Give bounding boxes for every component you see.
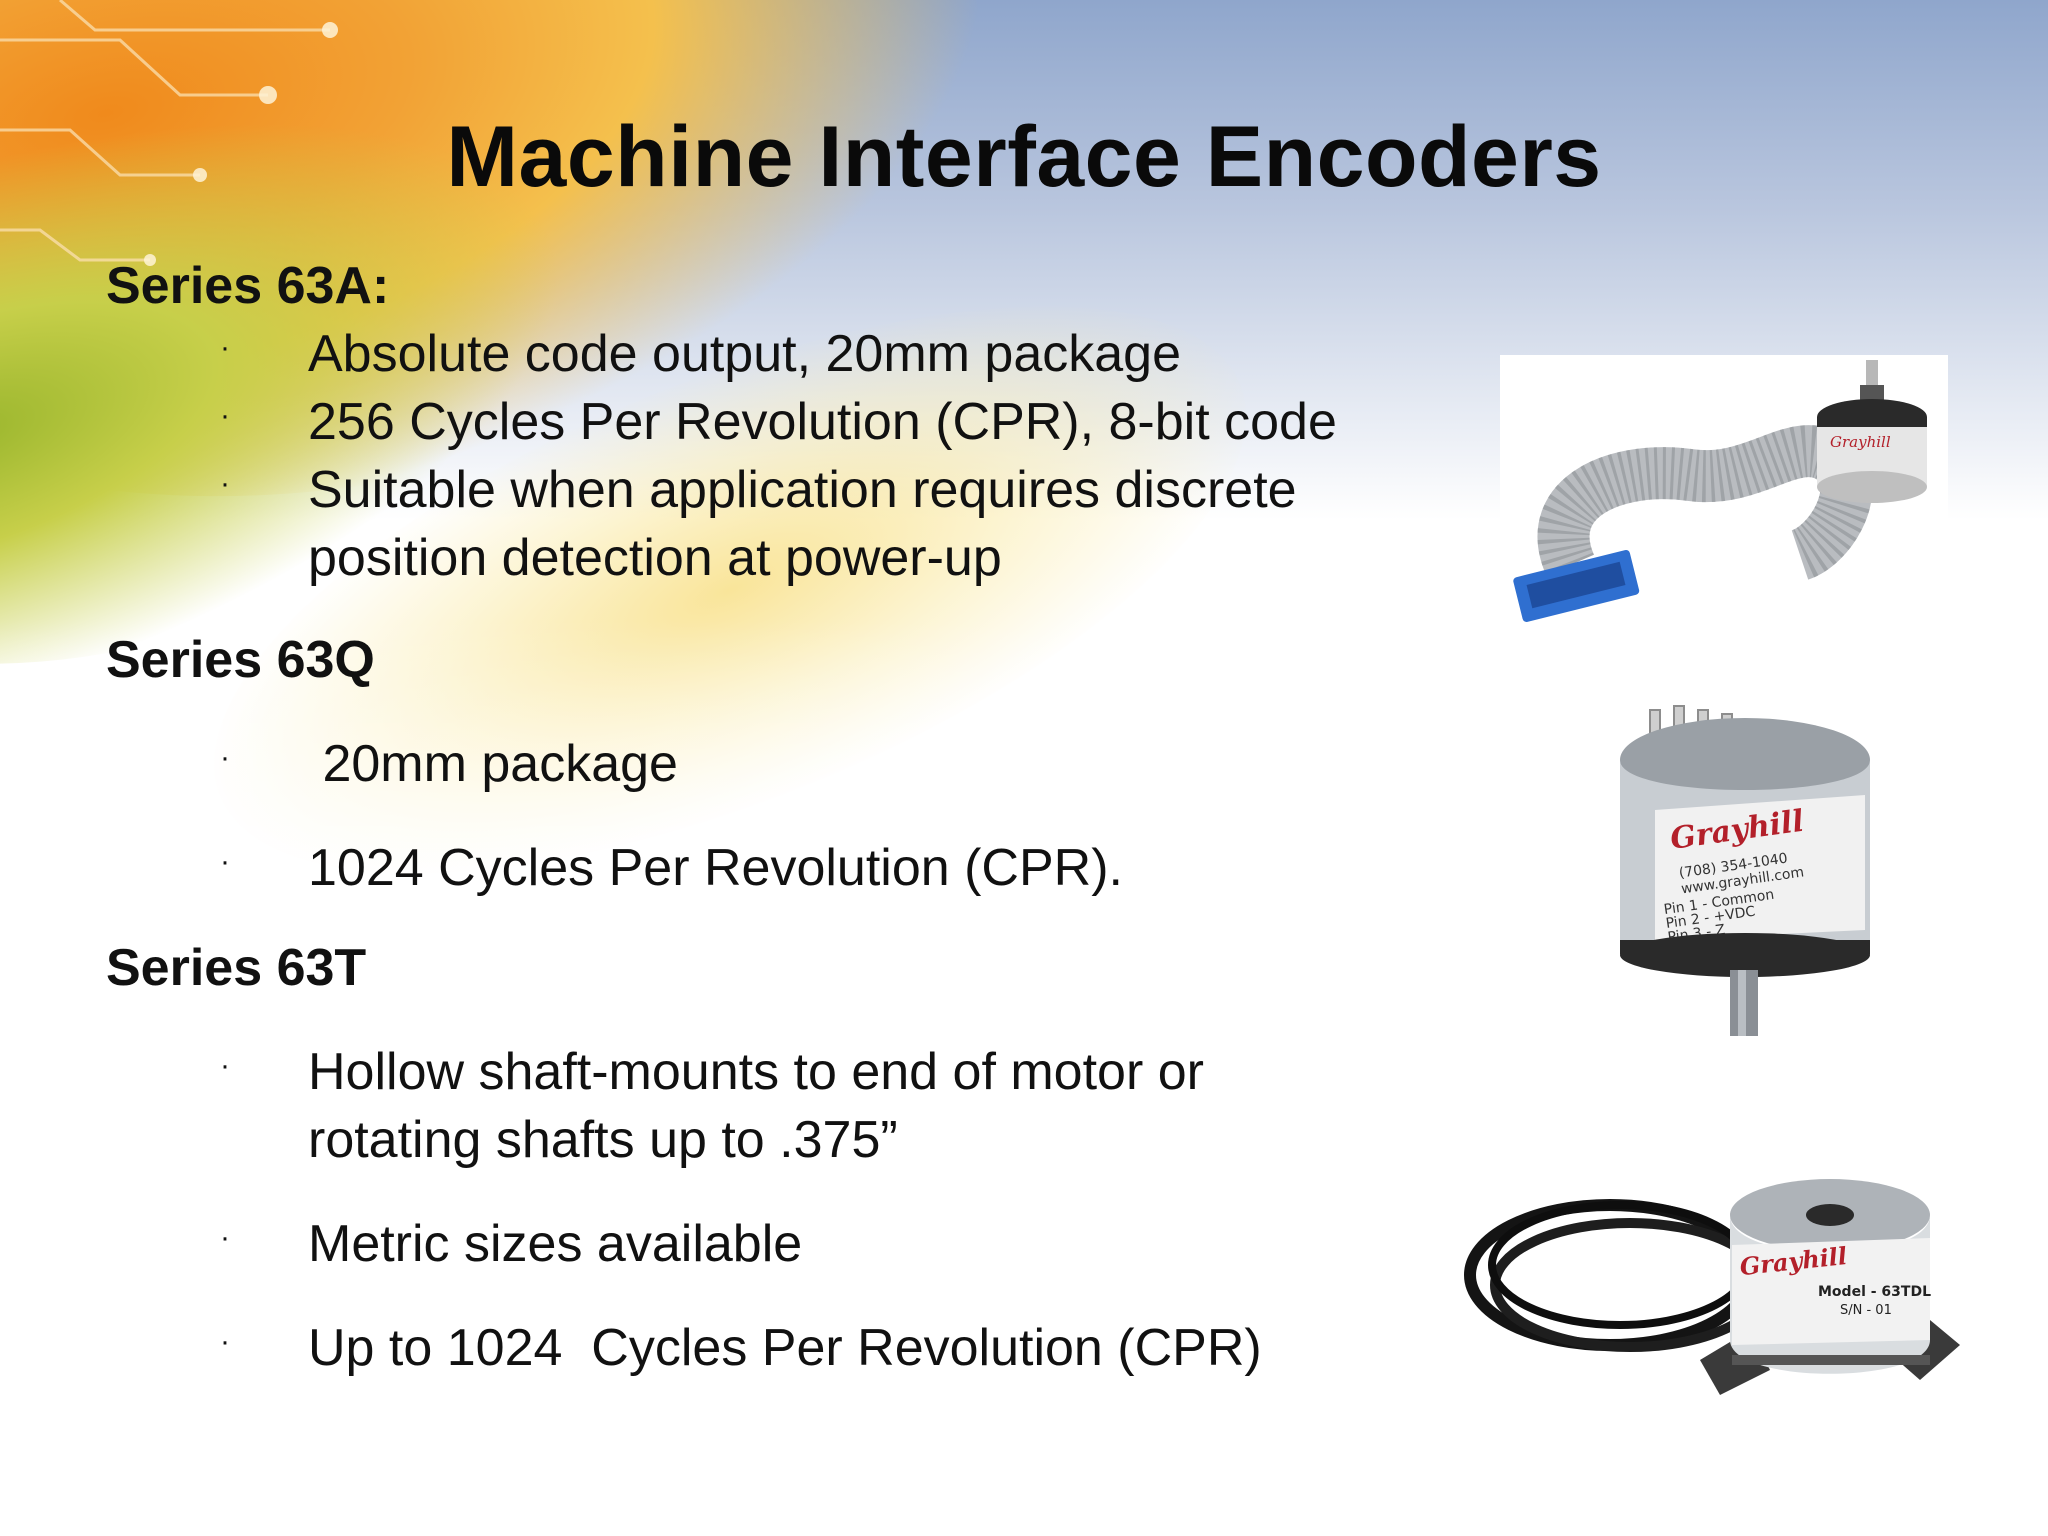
bullet-icon: · [220,845,230,878]
list-item: · Suitable when application requires disc… [106,456,1468,592]
bullet-text: Absolute code output, 20mm package [308,325,1182,383]
slide-title: Machine Interface Encoders [446,109,1602,205]
series-heading: Series 63T [106,939,367,997]
encoder-with-pins-icon: Grayhill (708) 354-1040 www.grayhill.com… [1600,700,1890,1045]
series-63t-section: Series 63T · Hollow shaft-mounts to end o… [106,934,1466,1382]
bullet-list: · Absolute code output, 20mm package · 256… [106,320,1466,592]
bullet-icon: · [220,467,230,500]
list-item: · 256 Cycles Per Revolution (CPR), 8-bit … [106,388,1466,456]
bullet-text: 256 Cycles Per Revolution (CPR), 8-bit c… [308,393,1337,451]
bullet-icon: · [220,1325,230,1358]
list-item: · Hollow shaft-mounts to end of motor or … [106,1038,1328,1174]
bullet-text: Up to 1024 Cycles Per Revolution (CPR) [308,1319,1262,1377]
bullet-text: 1024 Cycles Per Revolution (CPR). [308,839,1123,897]
series-heading: Series 63Q [106,631,375,689]
bullet-text: 20mm package [308,735,678,793]
bullet-list: · Hollow shaft-mounts to end of motor or … [106,1038,1466,1382]
circuit-lines-decoration [0,0,338,266]
hollow-shaft-encoder-with-cable-icon: Grayhill Model - 63TDL S/N - 01 [1460,1170,1972,1410]
svg-text:Grayhill: Grayhill [1830,433,1891,451]
series-heading: Series 63A: [106,257,390,315]
bullet-icon: · [220,741,230,774]
list-item: · 1024 Cycles Per Revolution (CPR). [106,834,1466,902]
bullet-icon: · [220,399,230,432]
bullet-icon: · [220,331,230,364]
series-63a-section: Series 63A: · Absolute code output, 20mm … [106,252,1466,592]
bullet-icon: · [220,1049,230,1082]
bullet-list: · 20mm package · 1024 Cycles Per Revoluti… [106,730,1466,902]
encoder-with-ribbon-cable-icon: Grayhill [1500,355,1948,635]
bullet-icon: · [220,1221,230,1254]
bullet-text: Metric sizes available [308,1215,803,1273]
list-item: · 20mm package [106,730,1466,798]
svg-text:Model - 63TDL: Model - 63TDL [1818,1284,1931,1300]
list-item: · Absolute code output, 20mm package [106,320,1466,388]
list-item: · Up to 1024 Cycles Per Revolution (CPR) [106,1314,1466,1382]
bullet-text: Hollow shaft-mounts to end of motor or r… [308,1043,1204,1169]
series-63q-section: Series 63Q · 20mm package · 1024 Cycles P… [106,626,1466,902]
list-item: · Metric sizes available [106,1210,1466,1278]
bullet-text: Suitable when application requires discr… [308,461,1297,587]
svg-text:S/N - 01: S/N - 01 [1840,1303,1892,1318]
slide-content: Series 63A: · Absolute code output, 20mm … [106,252,1466,1382]
